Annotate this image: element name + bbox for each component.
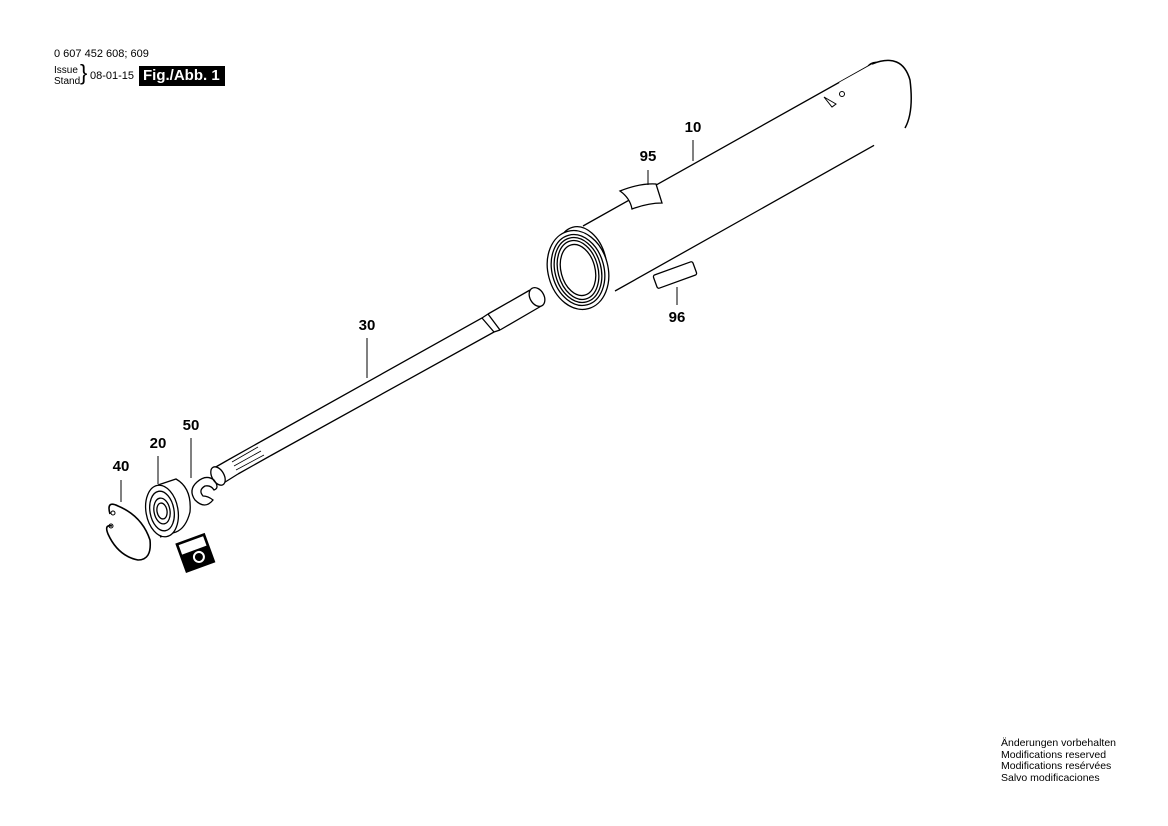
footer-notes: Änderungen vorbehalten Modifications res… [1001, 737, 1117, 784]
callout-10: 10 [684, 119, 702, 136]
brace: } [80, 60, 88, 85]
tube-part [546, 48, 940, 311]
stand-label: Stand [54, 76, 81, 87]
figure-badge: Fig./Abb. 1 [139, 66, 225, 86]
circlip-part [105, 503, 152, 561]
retaining-ring-50 [191, 476, 218, 506]
note-en: Modifications reserved [1001, 748, 1107, 761]
shaft-part [210, 287, 546, 486]
note-fr: Modifications resérvées [1001, 760, 1112, 772]
part-number: 0 607 452 608; 609 [54, 48, 149, 60]
callout-20: 20 [149, 435, 167, 452]
callout-95: 95 [639, 148, 657, 165]
leader-lines [120, 140, 694, 502]
note-de: Änderungen vorbehalten [1001, 737, 1117, 749]
issue-date: 08-01-15 [90, 70, 135, 82]
note-es: Salvo modificaciones [1001, 771, 1100, 784]
label-95-part [618, 183, 663, 210]
seal-symbol-icon [175, 532, 216, 573]
callout-50: 50 [182, 417, 200, 434]
callout-96: 96 [668, 309, 686, 326]
callout-40: 40 [112, 458, 130, 475]
issue-label: Issue [54, 65, 78, 76]
label-96-part [652, 261, 698, 289]
bearing-part [144, 478, 191, 538]
callout-30: 30 [358, 317, 376, 334]
